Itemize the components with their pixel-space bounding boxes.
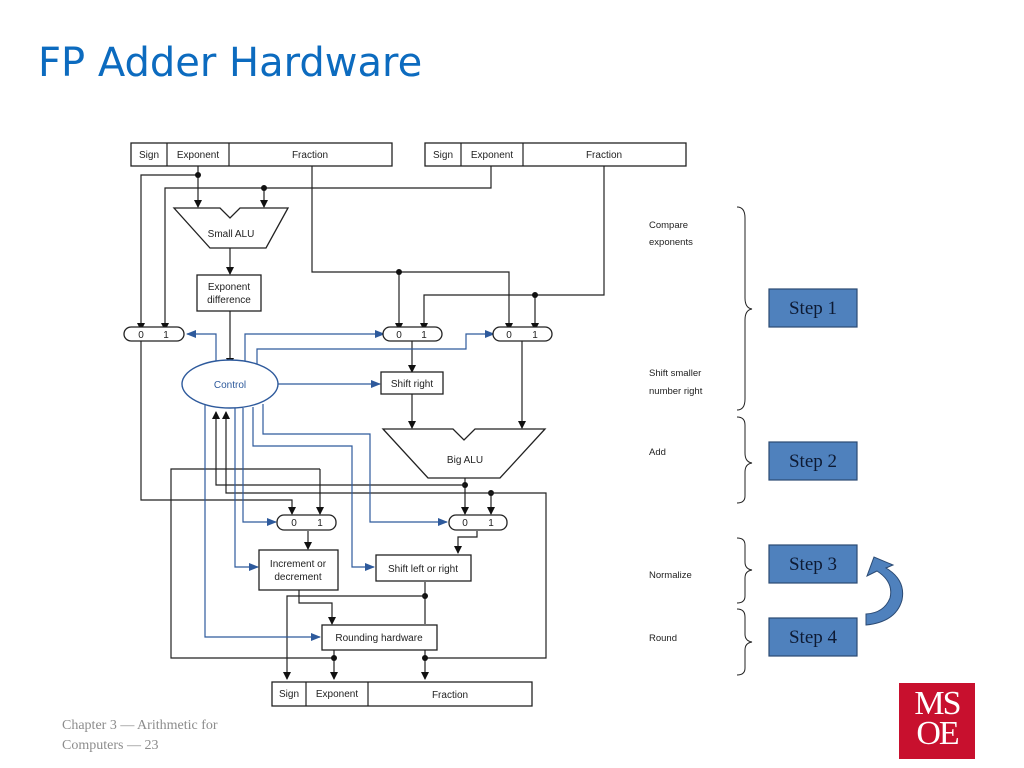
svg-text:Step 1: Step 1	[789, 298, 837, 319]
step-2-box: Step 2	[768, 441, 858, 481]
input-register-a: Sign Exponent Fraction	[130, 142, 393, 167]
input-register-b: Sign Exponent Fraction	[424, 142, 687, 167]
braces	[736, 206, 753, 676]
svg-text:1: 1	[421, 330, 427, 341]
svg-text:Step 3: Step 3	[789, 554, 837, 575]
svg-text:0: 0	[506, 330, 512, 341]
svg-text:decrement: decrement	[274, 572, 321, 583]
input-b-fraction: Fraction	[586, 150, 622, 161]
input-a-sign: Sign	[139, 150, 159, 161]
step-1-box: Step 1	[768, 288, 858, 328]
step-3-box: Step 3	[768, 544, 858, 584]
data-wires	[137, 166, 605, 680]
footer-line-2: Computers — 23	[62, 738, 159, 753]
output-sign: Sign	[279, 689, 299, 700]
brace-step4	[736, 608, 753, 676]
svg-text:Shift left or right: Shift left or right	[388, 564, 458, 575]
brace-step3	[736, 537, 753, 604]
brace-step2	[736, 416, 753, 504]
stage-shift-2: number right	[649, 386, 703, 397]
small-alu: Small ALU	[172, 207, 290, 249]
footer-line-1: Chapter 3 — Arithmetic for	[62, 718, 218, 733]
svg-text:0: 0	[291, 518, 297, 529]
svg-text:1: 1	[488, 518, 494, 529]
slide-title: FP Adder Hardware	[38, 40, 423, 86]
svg-text:Exponent: Exponent	[208, 282, 250, 293]
slide-footer: Chapter 3 — Arithmetic for Computers — 2…	[62, 716, 218, 756]
mux-add-select: 0 1	[492, 326, 553, 342]
logo-bottom: OE	[916, 715, 959, 752]
mux-normalize-fraction: 0 1	[448, 514, 508, 531]
svg-text:Control: Control	[214, 380, 246, 391]
svg-text:Shift right: Shift right	[391, 379, 433, 390]
svg-text:Small ALU: Small ALU	[208, 229, 255, 240]
svg-text:Step 2: Step 2	[789, 451, 837, 472]
svg-text:0: 0	[396, 330, 402, 341]
svg-text:difference: difference	[207, 295, 251, 306]
mux-normalize-exponent: 0 1	[276, 514, 337, 531]
svg-text:1: 1	[163, 330, 169, 341]
control-wires	[186, 330, 495, 641]
stage-normalize: Normalize	[649, 570, 692, 581]
svg-text:1: 1	[532, 330, 538, 341]
logo-top: MS	[914, 685, 961, 722]
svg-text:Step 4: Step 4	[789, 627, 838, 648]
svg-text:0: 0	[138, 330, 144, 341]
stage-add: Add	[649, 447, 666, 458]
input-a-exponent: Exponent	[177, 150, 219, 161]
msoe-logo: MS OE	[899, 683, 975, 759]
stage-labels: Compare exponents Shift smaller number r…	[649, 220, 703, 644]
input-b-sign: Sign	[433, 150, 453, 161]
output-exponent: Exponent	[316, 689, 358, 700]
big-alu: Big ALU	[381, 428, 547, 479]
stage-shift-1: Shift smaller	[649, 368, 701, 379]
rounding-hardware-box: Rounding hardware	[321, 624, 438, 651]
increment-decrement-box: Increment or decrement	[258, 549, 339, 591]
step-4-box: Step 4	[768, 617, 858, 657]
exponent-difference-box: Exponent difference	[196, 274, 262, 312]
brace-step1	[736, 206, 753, 411]
stage-compare-1: Compare	[649, 220, 688, 231]
mux-exponent-select: 0 1	[123, 326, 185, 342]
shift-left-right-box: Shift left or right	[375, 554, 472, 582]
input-b-exponent: Exponent	[471, 150, 513, 161]
stage-compare-2: exponents	[649, 237, 693, 248]
input-a-fraction: Fraction	[292, 150, 328, 161]
mux-shift-select: 0 1	[382, 326, 443, 342]
output-fraction: Fraction	[432, 690, 468, 701]
curved-arrow-icon	[865, 556, 904, 626]
svg-text:Increment or: Increment or	[270, 559, 327, 570]
control-unit: Control	[181, 359, 279, 409]
svg-text:1: 1	[317, 518, 323, 529]
svg-text:Big ALU: Big ALU	[447, 455, 483, 466]
stage-round: Round	[649, 633, 677, 644]
shift-right-box: Shift right	[380, 371, 444, 395]
svg-text:0: 0	[462, 518, 468, 529]
svg-text:Rounding hardware: Rounding hardware	[335, 633, 423, 644]
output-register: Sign Exponent Fraction	[271, 681, 533, 707]
